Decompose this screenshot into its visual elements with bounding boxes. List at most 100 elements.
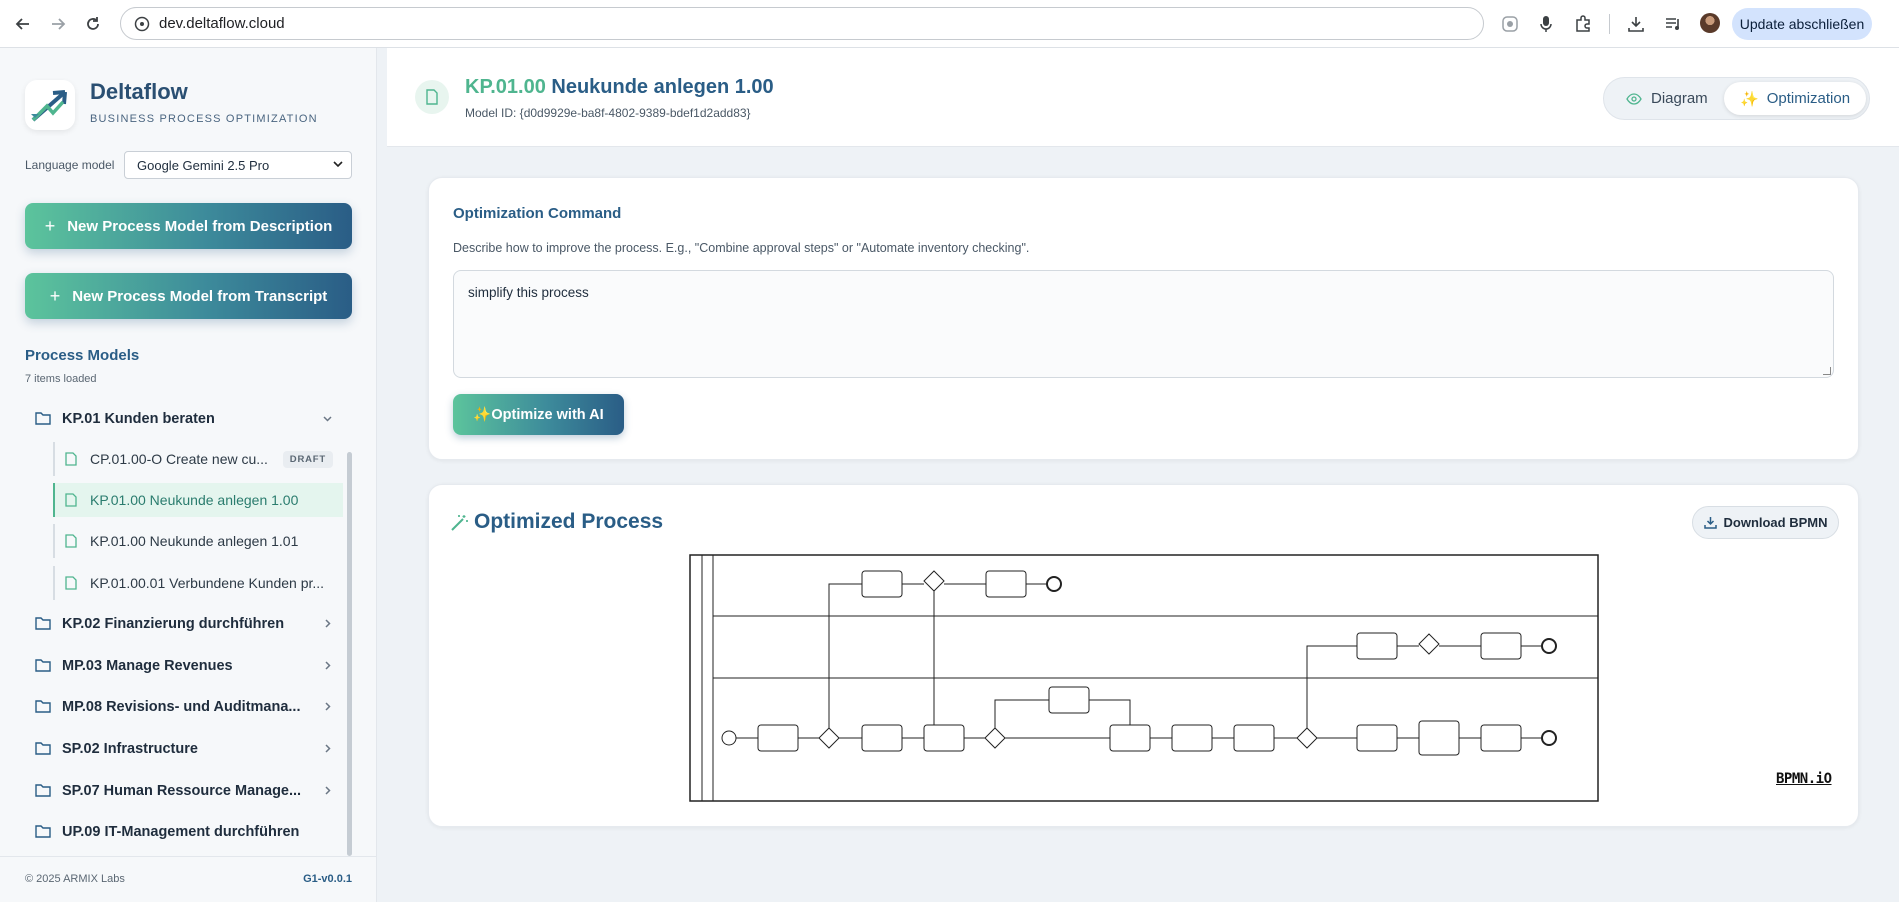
eye-icon xyxy=(1626,92,1642,105)
document-icon xyxy=(415,80,449,114)
tree-folder-kp01[interactable]: KP.01 Kunden beraten xyxy=(25,402,343,436)
sidebar-scrollbar[interactable] xyxy=(347,452,352,856)
update-button[interactable]: Update abschließen xyxy=(1732,8,1872,40)
chevron-right-icon xyxy=(322,700,333,715)
file-icon xyxy=(65,493,77,507)
tab-optimization[interactable]: ✨ Optimization xyxy=(1724,82,1866,115)
tab-optimization-label: Optimization xyxy=(1766,90,1851,107)
chevron-right-icon xyxy=(322,784,333,799)
sidebar-footer: © 2025 ARMIX Labs G1-v0.0.1 xyxy=(0,856,377,902)
tree-folder-label: MP.03 Manage Revenues xyxy=(62,658,233,674)
view-toggle: Diagram ✨ Optimization xyxy=(1603,77,1870,120)
tree-folder-sp02[interactable]: SP.02 Infrastructure xyxy=(25,732,343,766)
process-models-title: Process Models xyxy=(25,347,140,364)
page-header: KP.01.00 Neukunde anlegen 1.00 Model ID:… xyxy=(387,48,1899,147)
tree-file-kp0100[interactable]: KP.01.00 Neukunde anlegen 1.00 xyxy=(53,483,343,517)
microphone-icon[interactable] xyxy=(1535,13,1557,35)
folder-icon xyxy=(35,784,51,797)
folder-icon xyxy=(35,412,51,425)
command-textarea[interactable]: simplify this process xyxy=(453,270,1834,378)
resize-handle[interactable] xyxy=(1823,367,1831,375)
chevron-right-icon xyxy=(322,617,333,632)
file-icon xyxy=(65,576,77,590)
command-text: simplify this process xyxy=(468,285,589,300)
chevron-down-icon xyxy=(333,158,343,172)
brand-name: Deltaflow xyxy=(90,79,188,104)
tree-folder-label: UP.09 IT-Management durchführen xyxy=(62,824,300,840)
browser-toolbar: dev.deltaflow.cloud Update abschließen xyxy=(0,0,1899,48)
bpmn-lane-2 xyxy=(1306,632,1557,738)
address-bar[interactable]: dev.deltaflow.cloud xyxy=(120,7,1484,40)
tab-diagram-label: Diagram xyxy=(1651,90,1708,107)
chevron-right-icon xyxy=(322,742,333,757)
tree-folder-mp08[interactable]: MP.08 Revisions- und Auditmana... xyxy=(25,690,343,724)
tree-file-kp0101[interactable]: KP.01.00 Neukunde anlegen 1.01 xyxy=(53,524,343,558)
plus-icon: + xyxy=(44,215,56,236)
tree-folder-kp02[interactable]: KP.02 Finanzierung durchführen xyxy=(25,607,343,641)
bpmn-io-watermark: BPMN.iO xyxy=(1776,771,1832,787)
items-loaded-count: 7 items loaded xyxy=(25,373,97,385)
new-from-description-label: New Process Model from Description xyxy=(67,217,333,235)
bpmn-diagram[interactable] xyxy=(689,554,1600,803)
chevron-down-icon xyxy=(322,412,333,427)
back-icon[interactable] xyxy=(12,13,34,35)
optimized-process-title: Optimized Process xyxy=(474,510,664,533)
magic-wand-icon xyxy=(451,515,468,531)
page-title: KP.01.00 Neukunde anlegen 1.00 xyxy=(465,76,774,99)
tree-file-kp010001[interactable]: KP.01.00.01 Verbundene Kunden pr... xyxy=(53,566,343,600)
command-description: Describe how to improve the process. E.g… xyxy=(453,241,1030,255)
downloads-icon[interactable] xyxy=(1625,13,1647,35)
site-info-icon[interactable] xyxy=(133,15,151,33)
tree-folder-label: SP.07 Human Ressource Manage... xyxy=(62,783,302,799)
download-bpmn-label: Download BPMN xyxy=(1723,515,1828,530)
download-icon xyxy=(1703,517,1717,529)
new-from-transcript-button[interactable]: + New Process Model from Transcript xyxy=(25,273,352,319)
copyright-text: © 2025 ARMIX Labs xyxy=(25,873,125,885)
model-id: Model ID: {d0d9929e-ba8f-4802-9389-bdef1… xyxy=(465,106,751,120)
file-icon xyxy=(65,452,77,466)
tree-folder-label: KP.01 Kunden beraten xyxy=(62,411,215,427)
toolbar-separator xyxy=(1609,14,1610,34)
language-model-value: Google Gemini 2.5 Pro xyxy=(137,157,270,173)
process-model-tree: KP.01 Kunden beraten CP.01.00-O Create n… xyxy=(25,402,350,840)
command-title: Optimization Command xyxy=(453,205,622,222)
title-rest: Neukunde anlegen 1.00 xyxy=(551,76,774,98)
folder-icon xyxy=(35,825,51,838)
profile-avatar[interactable] xyxy=(1700,13,1720,33)
lens-icon[interactable] xyxy=(1499,13,1521,35)
title-code: KP.01.00 xyxy=(465,76,546,98)
extensions-icon[interactable] xyxy=(1572,13,1594,35)
brand-tagline: BUSINESS PROCESS OPTIMIZATION xyxy=(90,113,318,125)
folder-icon xyxy=(35,617,51,630)
tree-folder-up09[interactable]: UP.09 IT-Management durchführen xyxy=(25,815,343,840)
tree-file-label: KP.01.00 Neukunde anlegen 1.00 xyxy=(90,492,299,508)
optimize-button[interactable]: ✨Optimize with AI xyxy=(453,394,624,435)
bpmn-pool xyxy=(689,554,1599,802)
media-control-icon[interactable] xyxy=(1662,13,1684,35)
tab-diagram[interactable]: Diagram xyxy=(1614,82,1714,115)
tree-folder-label: MP.08 Revisions- und Auditmana... xyxy=(62,699,301,715)
tree-folder-mp03[interactable]: MP.03 Manage Revenues xyxy=(25,649,343,683)
forward-icon[interactable] xyxy=(47,13,69,35)
optimization-command-card: Optimization Command Describe how to imp… xyxy=(428,177,1859,460)
folder-icon xyxy=(35,700,51,713)
tree-file-label: KP.01.00.01 Verbundene Kunden pr... xyxy=(90,575,325,591)
tree-file-label: KP.01.00 Neukunde anlegen 1.01 xyxy=(90,533,299,549)
optimized-process-card: Optimized Process Download BPMN xyxy=(428,484,1859,827)
sidebar: Deltaflow BUSINESS PROCESS OPTIMIZATION … xyxy=(0,48,377,902)
tree-file-cp0100[interactable]: CP.01.00-O Create new cu... DRAFT xyxy=(53,442,343,476)
url-text: dev.deltaflow.cloud xyxy=(159,15,285,32)
tree-folder-label: KP.02 Finanzierung durchführen xyxy=(62,616,285,632)
tree-folder-sp07[interactable]: SP.07 Human Ressource Manage... xyxy=(25,774,343,808)
new-from-description-button[interactable]: + New Process Model from Description xyxy=(25,203,352,249)
sparkles-icon: ✨ xyxy=(1740,90,1759,108)
bpmn-lane-1 xyxy=(861,570,1062,598)
reload-icon[interactable] xyxy=(82,13,104,35)
language-model-select[interactable]: Google Gemini 2.5 Pro xyxy=(124,151,352,179)
download-bpmn-button[interactable]: Download BPMN xyxy=(1692,506,1839,539)
plus-icon: + xyxy=(49,285,61,306)
tree-file-label: CP.01.00-O Create new cu... xyxy=(90,451,268,467)
file-icon xyxy=(65,534,77,548)
new-from-transcript-label: New Process Model from Transcript xyxy=(72,287,328,305)
tree-folder-label: SP.02 Infrastructure xyxy=(62,741,198,757)
